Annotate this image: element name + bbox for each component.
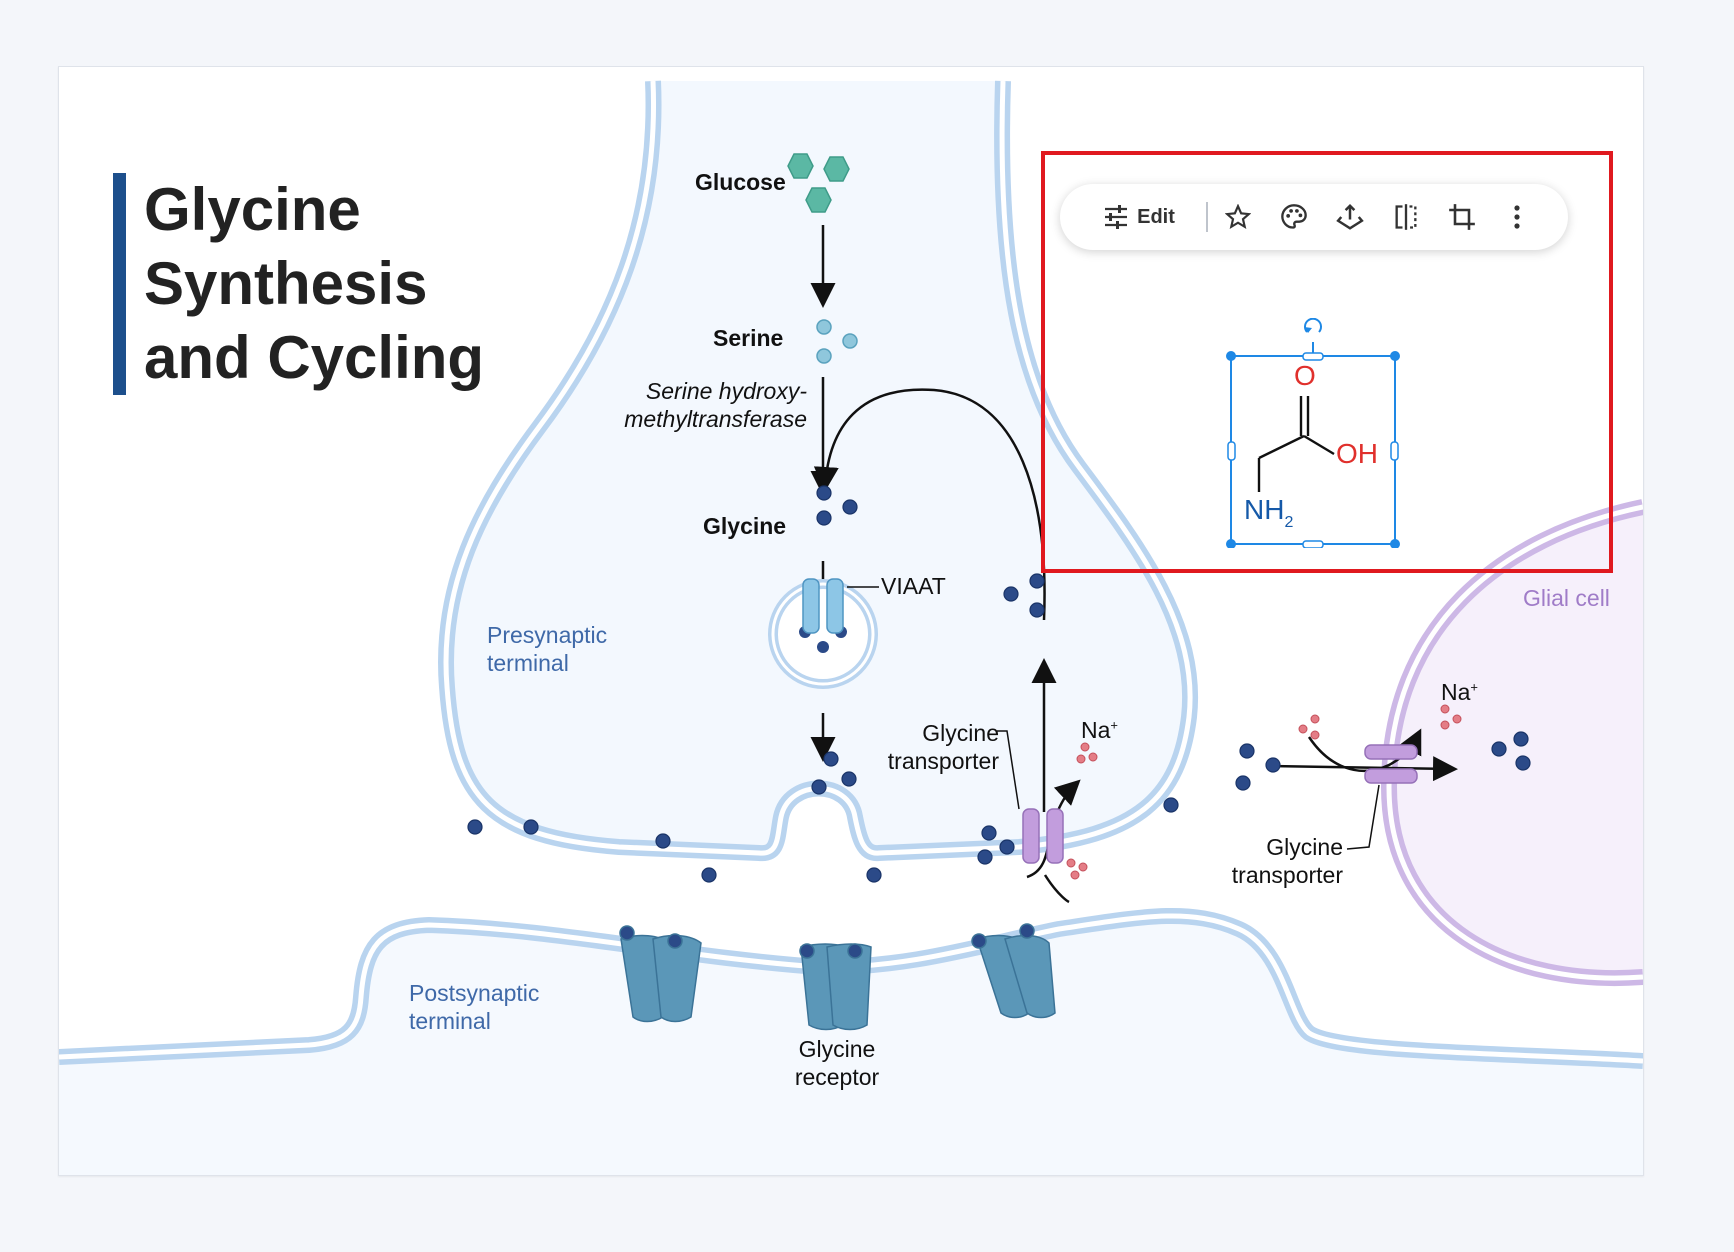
receptor-label-line-1: Glycine [798, 1036, 876, 1062]
glial-glycine-transporter [1346, 744, 1418, 850]
sodium-symbol: Na [1081, 717, 1111, 743]
oxygen-atom: O [1294, 360, 1316, 391]
postsynaptic-membrane [59, 907, 1643, 1175]
edit-label: Edit [1137, 205, 1175, 228]
sodium-ions [1066, 704, 1462, 880]
enzyme-label-line-1: Serine hydroxy- [645, 378, 807, 404]
sodium-label-presynaptic: Na+ [1081, 717, 1118, 744]
serine-molecules [816, 319, 858, 364]
sodium-charge: + [1110, 717, 1118, 733]
slide-title[interactable]: Glycine Synthesis and Cycling [113, 173, 484, 395]
postsynaptic-label-line-1: Postsynaptic [409, 980, 540, 1006]
sliders-icon [1105, 205, 1128, 229]
presynaptic-label: Presynaptic terminal [487, 621, 607, 677]
glucose-molecules [787, 153, 850, 213]
glycine-molecules [467, 485, 1531, 883]
crop-button[interactable] [1442, 198, 1482, 236]
more-options-button[interactable] [1500, 198, 1534, 236]
transporter-label-presynaptic: Glycine transporter [879, 719, 999, 775]
receptor-label-line-2: receptor [794, 1064, 880, 1090]
postsynaptic-label-line-2: terminal [409, 1008, 491, 1034]
presynaptic-label-line-2: terminal [487, 650, 569, 676]
floating-image-toolbar: Edit [1060, 184, 1568, 250]
viaat-label: VIAAT [881, 573, 946, 599]
receptor-label: Glycine receptor [777, 1035, 897, 1091]
flip-icon [1395, 204, 1417, 230]
bonds [1257, 396, 1335, 492]
transporter-label-glial: Glycine transporter [1219, 833, 1343, 889]
more-vert-icon [1514, 205, 1520, 229]
transporter-label-line-1: Glycine [922, 720, 999, 746]
enzyme-label-line-2: methyltransferase [624, 406, 807, 432]
rotate-handle[interactable] [1304, 317, 1322, 333]
title-line-3: and Cycling [144, 324, 485, 391]
edit-button[interactable]: Edit [1092, 198, 1186, 236]
transporter-label-line-2: transporter [887, 748, 999, 774]
glycine-receptors [619, 923, 1056, 1031]
synapse-illustration [59, 80, 1643, 1175]
crop-icon [1449, 204, 1475, 230]
hydroxyl-group: OH [1336, 438, 1378, 469]
sodium-symbol: Na [1441, 679, 1471, 705]
glucose-label: Glucose [695, 169, 786, 195]
glycine-label: Glycine [703, 513, 787, 539]
slide-canvas[interactable]: Glycine Synthesis and Cycling Glucose Se… [58, 66, 1644, 1176]
amine-group: NH2 [1244, 494, 1293, 531]
arrange-button[interactable] [1330, 198, 1370, 236]
title-line-2: Synthesis [144, 250, 428, 317]
enzyme-label: Serine hydroxy- methyltransferase [613, 377, 807, 433]
serine-label: Serine [713, 325, 784, 351]
selected-molecule-image[interactable]: O OH NH2 [1224, 317, 1402, 549]
transporter-label-line-2: transporter [1231, 862, 1343, 888]
amine-symbol: NH [1244, 494, 1285, 525]
arrange-icon [1336, 203, 1364, 230]
star-icon [1225, 204, 1251, 229]
toolbar-divider [1206, 202, 1208, 232]
glial-cell-label: Glial cell [1523, 585, 1610, 611]
synaptic-vesicle [768, 579, 878, 689]
postsynaptic-label: Postsynaptic terminal [409, 979, 539, 1035]
presynaptic-glycine-transporter [997, 730, 1064, 864]
presynaptic-label-line-1: Presynaptic [487, 622, 608, 648]
favorite-button[interactable] [1218, 198, 1258, 236]
viaat-transporter [802, 578, 879, 634]
resize-handles[interactable] [1226, 351, 1400, 549]
title-line-1: Glycine [144, 176, 361, 243]
glycine-structure [1226, 317, 1400, 549]
sodium-charge: + [1470, 679, 1478, 695]
amine-subscript: 2 [1284, 514, 1294, 531]
palette-icon [1281, 204, 1307, 229]
color-button[interactable] [1274, 198, 1314, 236]
transporter-label-line-1: Glycine [1266, 834, 1343, 860]
flip-button[interactable] [1386, 198, 1426, 236]
sodium-label-glial: Na+ [1441, 679, 1478, 706]
